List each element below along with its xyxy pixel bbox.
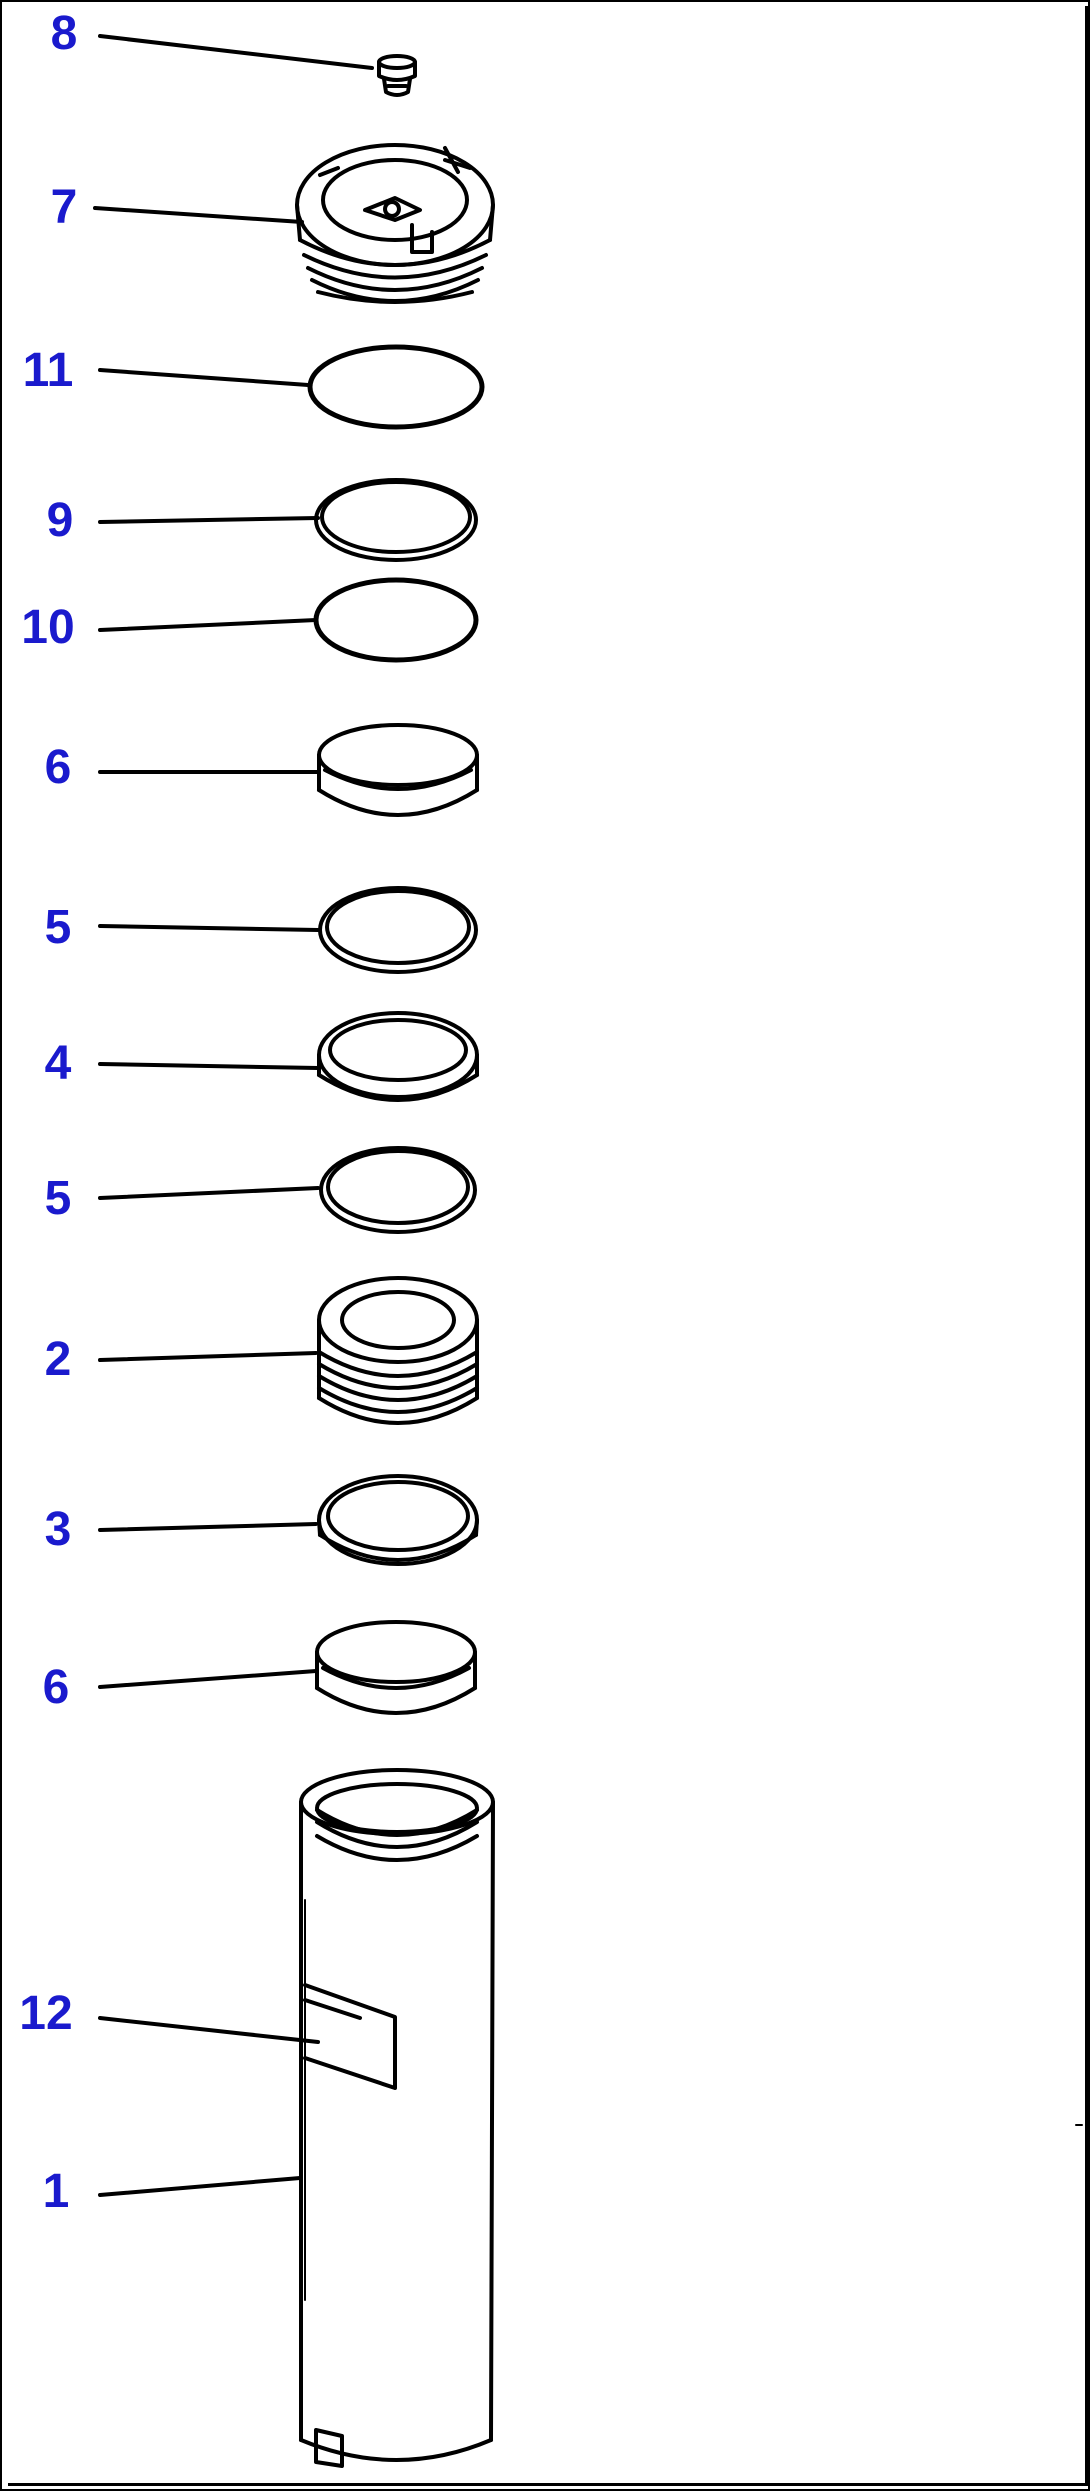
leader-line-10	[98, 618, 318, 632]
part-9-backup-ring	[314, 478, 478, 562]
callout-label-8: 8	[50, 7, 78, 60]
callout-label-4: 4	[44, 1037, 72, 1090]
leader-line-6b	[98, 1669, 318, 1689]
callout-label-10: 10	[21, 601, 75, 654]
part-5a-backup-ring	[318, 886, 478, 974]
part-1-cylinder	[299, 1768, 495, 2468]
callout-label-5a: 5	[44, 901, 72, 954]
leader-line-11	[98, 368, 310, 387]
leader-line-2	[98, 1351, 318, 1362]
part-3-seal-ring	[317, 1474, 479, 1566]
leader-line-9	[98, 516, 320, 524]
part-5b-backup-ring	[319, 1146, 477, 1234]
callout-label-2: 2	[44, 1333, 72, 1386]
callout-label-1: 1	[42, 2165, 70, 2218]
part-7-head	[295, 143, 495, 304]
leader-line-7	[93, 206, 304, 224]
callout-label-12: 12	[19, 1987, 73, 2040]
leader-lines	[93, 34, 374, 2197]
part-6a-wear-ring	[317, 723, 479, 817]
leader-line-5a	[98, 924, 320, 932]
callout-label-6a: 6	[44, 741, 72, 794]
leader-line-3	[98, 1522, 318, 1532]
callout-label-6b: 6	[42, 1661, 70, 1714]
diagram-frame-shadow	[8, 6, 1088, 2486]
part-4-packing	[317, 1011, 479, 1102]
leader-line-12	[98, 2016, 320, 2044]
part-6b-wear-ring	[315, 1620, 477, 1715]
part-11-o-ring	[307, 344, 485, 430]
callout-label-9: 9	[46, 494, 74, 547]
leader-line-5b	[98, 1186, 320, 1200]
leader-line-8	[98, 34, 374, 70]
part-2-piston	[317, 1276, 479, 1425]
callout-label-3: 3	[44, 1503, 72, 1556]
leader-line-4	[98, 1062, 320, 1070]
callout-label-7: 7	[50, 181, 78, 234]
callout-label-5b: 5	[44, 1172, 72, 1225]
part-8-plug	[377, 54, 417, 97]
leader-line-1	[98, 2176, 302, 2197]
callout-label-11: 11	[22, 344, 74, 397]
part-12-plate	[303, 1983, 397, 2090]
part-10-o-ring	[313, 577, 479, 663]
